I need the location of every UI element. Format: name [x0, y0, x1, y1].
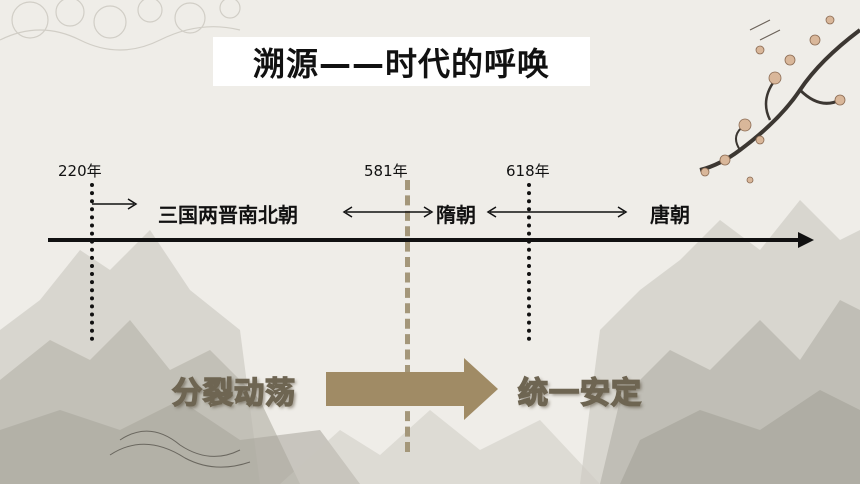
marker-line-618: [527, 183, 531, 341]
pattern-ornament-icon: [0, 0, 241, 51]
double-arrow-icon: [342, 206, 434, 218]
year-label-581: 581年: [364, 162, 408, 180]
double-arrow-icon: [486, 206, 628, 218]
period-label-tang: 唐朝: [650, 203, 690, 227]
period-label-sui: 隋朝: [436, 203, 476, 227]
period-label-three-kingdoms: 三国两晋南北朝: [158, 203, 298, 227]
page-title: 溯源——时代的呼唤: [252, 44, 550, 83]
ink-mountain-icon: [580, 200, 860, 484]
timeline-axis: [48, 238, 800, 242]
timeline-arrowhead-icon: [798, 232, 814, 248]
title-box: 溯源——时代的呼唤: [213, 37, 590, 86]
year-label-618: 618年: [506, 162, 550, 180]
right-arrow-icon: [92, 198, 138, 210]
year-label-220: 220年: [58, 162, 102, 180]
ink-mountain-icon: [0, 230, 360, 484]
marker-line-220: [90, 183, 94, 341]
plum-blossom-branch-icon: [699, 15, 860, 184]
label-unity: 统一安定: [517, 375, 642, 412]
big-right-arrow-icon: [326, 358, 498, 420]
label-division: 分裂动荡: [171, 375, 296, 412]
divider-line-581: [405, 180, 410, 452]
